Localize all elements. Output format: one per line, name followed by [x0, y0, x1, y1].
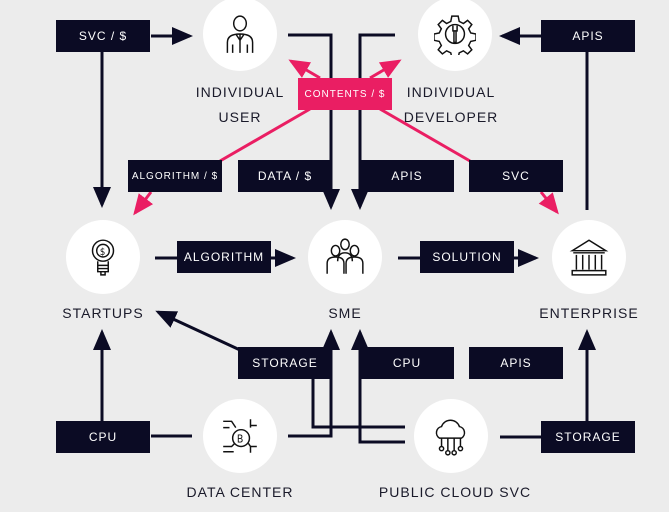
- public-cloud-label: PUBLIC CLOUD SVC: [378, 484, 532, 500]
- flow-contents-money: CONTENTS / $: [298, 78, 392, 110]
- flow-svc: SVC: [469, 160, 563, 192]
- flow-apis-top: APIS: [541, 20, 635, 52]
- startups-label: STARTUPS: [62, 305, 144, 321]
- data-center-label: DATA CENTER: [186, 484, 294, 500]
- pink-arrow-to-enterprise: [538, 191, 559, 215]
- line-storage-cloud: [311, 378, 405, 429]
- flow-svc-money: SVC / $: [56, 20, 150, 52]
- pink-arrow-to-dev: [369, 59, 402, 80]
- flow-data-money: DATA / $: [238, 160, 332, 192]
- pink-line-to-algorithm: [219, 107, 311, 163]
- pink-line-to-svc: [379, 107, 471, 163]
- startups-node: $: [66, 220, 140, 294]
- sme-label: SME: [328, 305, 362, 321]
- cloud-network-icon: [435, 419, 466, 456]
- arrow-storage-to-startups: [155, 310, 241, 352]
- arrow-dev-to-sme: [351, 33, 395, 210]
- flow-storage-mid: STORAGE: [238, 347, 332, 379]
- pink-arrow-to-startups: [133, 191, 154, 216]
- arrow-user-to-sme: [288, 33, 340, 210]
- individual-user-node: [203, 0, 277, 71]
- pink-arrow-to-user: [288, 59, 321, 80]
- bitcoin-circuit-icon: B: [223, 419, 257, 453]
- flow-storage-bottom: STORAGE: [541, 421, 635, 453]
- svg-text:$: $: [100, 247, 105, 258]
- public-cloud-node: [414, 399, 488, 473]
- flow-apis-low: APIS: [469, 347, 563, 379]
- svg-text:B: B: [237, 433, 243, 445]
- enterprise-node: [552, 220, 626, 294]
- person-icon: [226, 15, 254, 53]
- flow-solution: SOLUTION: [420, 241, 514, 273]
- bank-building-icon: [569, 239, 609, 276]
- sme-node: [308, 220, 382, 294]
- flow-algorithm-money: ALGORITHM / $: [128, 160, 222, 192]
- flow-apis-mid: APIS: [360, 160, 454, 192]
- individual-developer-node: [418, 0, 492, 71]
- lightbulb-dollar-icon: $: [91, 239, 115, 276]
- group-icon: [326, 238, 364, 274]
- flow-algorithm: ALGORITHM: [177, 241, 271, 273]
- data-center-node: B: [203, 399, 277, 473]
- flow-cpu-bottom: CPU: [56, 421, 150, 453]
- gear-wrench-icon: [434, 15, 476, 55]
- enterprise-label: ENTERPRISE: [539, 305, 639, 321]
- flow-cpu-mid: CPU: [360, 347, 454, 379]
